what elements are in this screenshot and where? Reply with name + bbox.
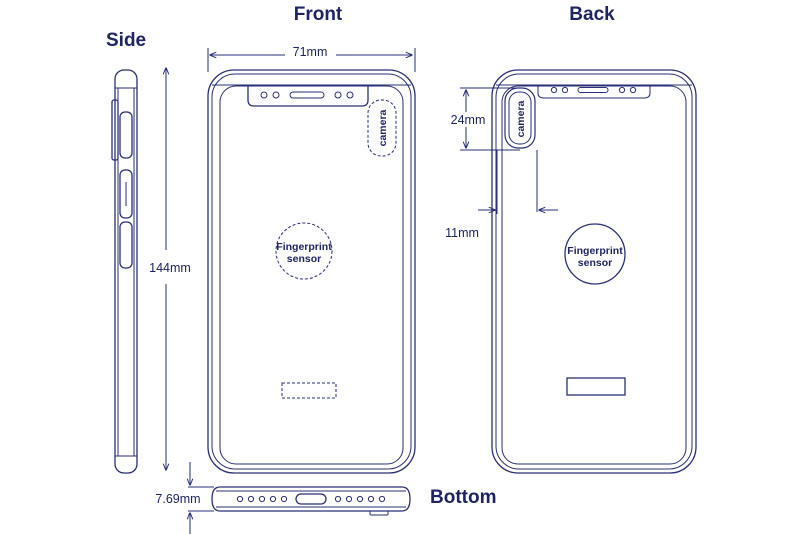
side-view-title: Side	[106, 30, 146, 51]
thickness-label: 7.69mm	[155, 492, 200, 506]
front-fingerprint-label-line2: sensor	[287, 253, 321, 265]
front-outer-frame	[207, 69, 416, 474]
camera-height-label: 24mm	[451, 113, 486, 127]
camera-height-dimension: 24mm	[451, 87, 520, 151]
bottom-view	[211, 486, 411, 516]
width-dimension: 71mm	[207, 45, 416, 72]
earpiece-speaker	[289, 91, 325, 99]
front-view-title: Front	[294, 4, 343, 25]
back-fingerprint-label-line2: sensor	[578, 257, 612, 269]
side-view	[111, 69, 138, 474]
back-view-title: Back	[569, 4, 615, 25]
bottom-view-title: Bottom	[430, 487, 496, 508]
back-fingerprint-sensor	[564, 223, 626, 285]
camera-offset-label: 11mm	[445, 226, 479, 240]
side-body-outline	[114, 69, 138, 474]
back-panel	[566, 377, 626, 396]
front-camera-label: camera	[377, 109, 389, 146]
front-camera-outline	[367, 99, 397, 157]
front-view: camera Fingerprint sensor	[207, 69, 416, 474]
front-screen	[219, 85, 404, 465]
charging-port	[295, 493, 327, 505]
height-dimension: 144mm	[149, 68, 191, 470]
back-fingerprint-label-line1: Fingerprint	[567, 245, 623, 257]
front-fingerprint-sensor	[275, 222, 333, 280]
front-dashed-panel	[281, 382, 337, 399]
bottom-edge-outline	[211, 486, 411, 512]
width-label: 71mm	[293, 45, 328, 59]
back-camera-label: camera	[515, 100, 527, 137]
camera-offset-dimension: 11mm	[445, 150, 558, 240]
thickness-dimension: 7.69mm	[155, 462, 214, 534]
volume-down-button	[119, 221, 133, 269]
volume-up-button	[119, 169, 133, 219]
back-outer-frame	[491, 69, 697, 474]
front-fingerprint-label-line1: Fingerprint	[276, 241, 332, 253]
side-button-upper	[119, 111, 133, 159]
back-view: camera Fingerprint sensor	[491, 69, 697, 474]
height-label: 144mm	[149, 261, 191, 275]
front-notch	[247, 86, 369, 107]
